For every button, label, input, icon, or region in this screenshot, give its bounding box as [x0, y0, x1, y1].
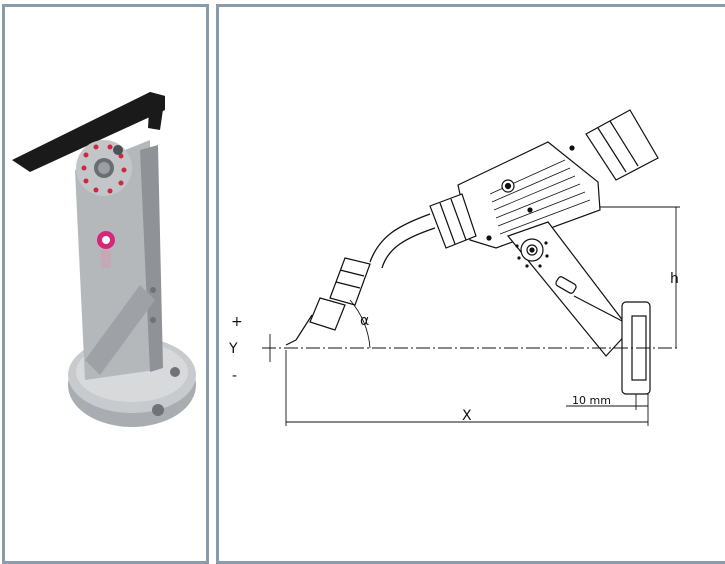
- product-photo-panel: [2, 4, 209, 564]
- dimension-drawing-panel: [216, 4, 725, 564]
